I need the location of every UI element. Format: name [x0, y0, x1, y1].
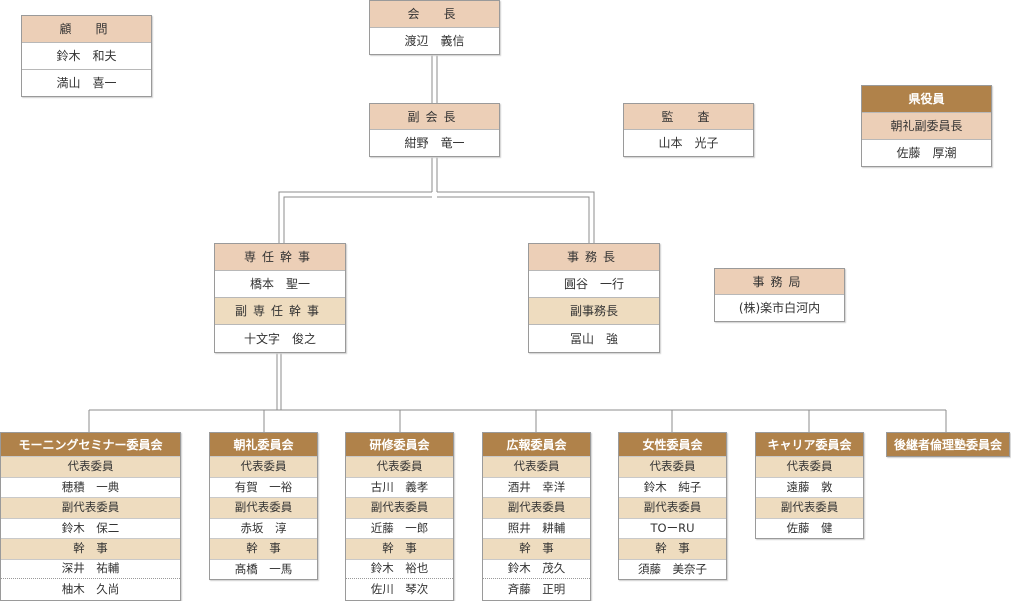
committee-name: 朝礼委員会 — [210, 433, 317, 456]
committee-member: 須藤 美奈子 — [619, 558, 726, 580]
office-title: 事務局 — [715, 269, 844, 295]
office-box: 事務局 (株)楽市白河内 — [714, 268, 845, 322]
committee-member: 遠藤 敦 — [756, 476, 863, 498]
committee-member: 深井 祐輔 — [1, 558, 180, 579]
vice-secretary-name: 十文字 俊之 — [243, 331, 316, 346]
committee-role-label: 副代表委員 — [756, 497, 863, 518]
director-box: 事務長 圓谷 一行 副事務長 冨山 強 — [528, 243, 660, 353]
committee-member: 照井 耕輔 — [483, 517, 590, 539]
connector-to-director — [437, 191, 595, 243]
committee-women: 女性委員会 代表委員 鈴木 純子 副代表委員 TOーRU 幹 事 須藤 美奈子 — [618, 432, 727, 580]
committee-role-label: 副代表委員 — [1, 497, 180, 518]
committee-member: 鈴木 保二 — [1, 517, 180, 539]
secretary-general-title: 専任幹事 — [215, 244, 345, 271]
committee-role-label: 代表委員 — [619, 456, 726, 477]
committee-role-label: 代表委員 — [756, 456, 863, 477]
vice-director-title: 副事務長 — [529, 298, 659, 325]
office-name: (株)楽市白河内 — [738, 301, 821, 315]
committee-role-label: 幹 事 — [210, 538, 317, 559]
committee-role-label: 副代表委員 — [210, 497, 317, 518]
director-title: 事務長 — [529, 244, 659, 271]
committee-member: 佐藤 健 — [756, 517, 863, 539]
committee-morning-seminar: モーニングセミナー委員会 代表委員 穂積 一典 副代表委員 鈴木 保二 幹 事 … — [0, 432, 181, 601]
auditor-title: 監 査 — [624, 104, 753, 130]
advisor-member: 鈴木 和夫 — [22, 43, 151, 70]
committee-role-label: 副代表委員 — [483, 497, 590, 518]
committee-member: 穂積 一典 — [1, 476, 180, 498]
connector-to-secretary — [278, 191, 432, 243]
committee-member: 佐川 琴次 — [370, 581, 429, 596]
president-name: 渡辺 義信 — [404, 34, 465, 48]
committee-role-label: 副代表委員 — [619, 497, 726, 518]
committee-training: 研修委員会 代表委員 古川 義孝 副代表委員 近藤 一郎 幹 事 鈴木 裕也 佐… — [345, 432, 454, 601]
committee-member: 有賀 一裕 — [210, 476, 317, 498]
committee-member: 斉藤 正明 — [507, 581, 566, 596]
committee-role-label: 幹 事 — [483, 538, 590, 559]
vice-president-box: 副会長 紺野 竜一 — [369, 103, 500, 157]
advisor-title: 顧 問 — [22, 16, 151, 43]
prefecture-officer-name: 佐藤 厚潮 — [896, 146, 957, 160]
committee-role-label: 代表委員 — [1, 456, 180, 477]
committee-career: キャリア委員会 代表委員 遠藤 敦 副代表委員 佐藤 健 — [755, 432, 864, 539]
committee-name: モーニングセミナー委員会 — [1, 433, 180, 456]
committee-role-label: 代表委員 — [346, 456, 453, 477]
committee-successor-ethics: 後継者倫理塾委員会 — [886, 432, 1010, 457]
committee-role-label: 幹 事 — [619, 538, 726, 559]
committee-member: 赤坂 淳 — [210, 517, 317, 539]
president-title: 会 長 — [370, 1, 499, 28]
director-name: 圓谷 一行 — [529, 271, 659, 298]
prefecture-officer-title: 県役員 — [862, 86, 991, 113]
committee-role-label: 代表委員 — [483, 456, 590, 477]
committee-member: 柚木 久尚 — [61, 581, 120, 596]
committee-member: 鈴木 茂久 — [483, 558, 590, 579]
vice-president-title: 副会長 — [370, 104, 499, 130]
committee-role-label: 幹 事 — [1, 538, 180, 559]
committee-name: 研修委員会 — [346, 433, 453, 456]
auditor-box: 監 査 山本 光子 — [623, 103, 754, 157]
prefecture-officer-box: 県役員 朝礼副委員長 佐藤 厚潮 — [861, 85, 992, 167]
committee-role-label: 代表委員 — [210, 456, 317, 477]
secretary-general-box: 専任幹事 橋本 聖一 副専任幹事 十文字 俊之 — [214, 243, 346, 353]
prefecture-officer-role: 朝礼副委員長 — [862, 113, 991, 140]
connector-to-secretary-2 — [283, 196, 432, 243]
president-box: 会 長 渡辺 義信 — [369, 0, 500, 55]
committee-member: 酒井 幸洋 — [483, 476, 590, 498]
auditor-name: 山本 光子 — [658, 136, 719, 150]
committee-name: キャリア委員会 — [756, 433, 863, 456]
advisor-box: 顧 問 鈴木 和夫 満山 喜一 — [21, 15, 152, 97]
committee-member: 古川 義孝 — [346, 476, 453, 498]
committee-member: 近藤 一郎 — [346, 517, 453, 539]
committee-name: 女性委員会 — [619, 433, 726, 456]
advisor-member: 満山 喜一 — [56, 76, 117, 90]
committee-role-label: 幹 事 — [346, 538, 453, 559]
committee-role-label: 副代表委員 — [346, 497, 453, 518]
committee-member: 髙橋 一馬 — [210, 558, 317, 580]
committee-member: 鈴木 純子 — [619, 476, 726, 498]
vice-director-name: 冨山 強 — [569, 331, 618, 346]
committee-member: 鈴木 裕也 — [346, 558, 453, 579]
committee-member: TOーRU — [619, 517, 726, 539]
vice-secretary-title: 副専任幹事 — [215, 298, 345, 325]
committee-name: 後継者倫理塾委員会 — [887, 433, 1009, 456]
connector-to-director-2 — [437, 196, 590, 243]
secretary-general-name: 橋本 聖一 — [215, 271, 345, 298]
vice-president-name: 紺野 竜一 — [404, 136, 465, 150]
committee-name: 広報委員会 — [483, 433, 590, 456]
committee-morning-assembly: 朝礼委員会 代表委員 有賀 一裕 副代表委員 赤坂 淳 幹 事 髙橋 一馬 — [209, 432, 318, 580]
committee-public-relations: 広報委員会 代表委員 酒井 幸洋 副代表委員 照井 耕輔 幹 事 鈴木 茂久 斉… — [482, 432, 591, 601]
